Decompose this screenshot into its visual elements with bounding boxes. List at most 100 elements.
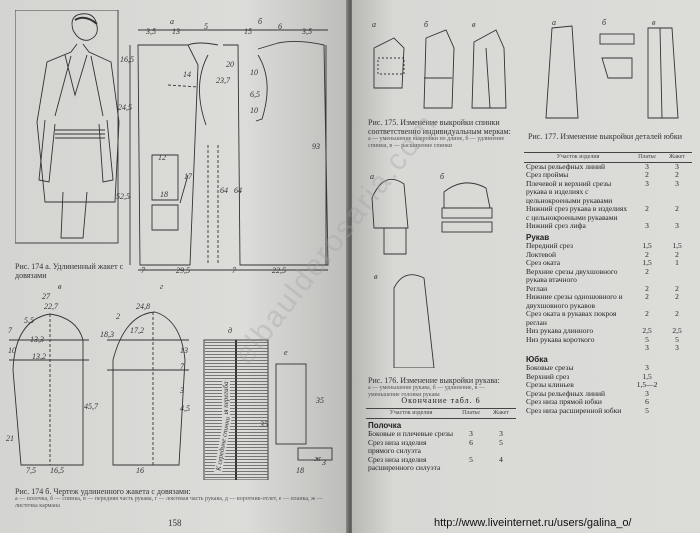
table-cell: Верхний срез (526, 371, 570, 381)
dim-label: 35 (316, 396, 324, 405)
table-header-row: Участок изделия Платье Жакет (366, 408, 516, 419)
table-cell: Локтевой (526, 249, 557, 259)
table-cell: 2 (645, 309, 649, 318)
table-cell: Срезы рельефных линий (526, 388, 606, 398)
fig176-caption-title: Рис. 176. Изменение выкройки рукава: (368, 376, 500, 385)
table-cell: 5 (645, 334, 649, 344)
fig174-caption-legend: а — полочка, б — спинка, в — передняя ча… (15, 496, 323, 509)
fig175-caption-legend: а — уменьшение выкройки по длине, б — уд… (368, 136, 505, 149)
table-cell: Срез низа изделия прямого силуэта (368, 437, 427, 455)
table-cell: 2 (675, 309, 679, 318)
collar-hatching (205, 342, 268, 478)
table-section-row: Рукав (524, 231, 692, 243)
table-cell: 3 (645, 363, 649, 372)
table-cell: 3 (675, 343, 679, 352)
table-cell: 4 (499, 454, 503, 464)
table-cell (662, 364, 692, 373)
dim-label: 64 (220, 186, 228, 195)
table-cell: Срезы рельефных линий (526, 161, 606, 171)
diagram-label: а (370, 172, 374, 181)
table-cell: Плечевой и верхний срезы рукава в издели… (526, 178, 613, 205)
table-cell: 1,5 (642, 258, 652, 267)
dim-label: 29,5 (176, 266, 190, 275)
drawing-label-v: в (58, 282, 62, 291)
table-cell: 2 (645, 204, 649, 213)
dim-label: 45,7 (84, 402, 98, 411)
drawing-label-d: д (228, 326, 233, 335)
fig176-caption: Рис. 176. Изменение выкройки рукава: а —… (368, 376, 518, 399)
dim-label: 3,5 (146, 27, 156, 36)
fig175-caption: Рис. 175. Изменение выкройки спинки соот… (368, 118, 518, 150)
dim-label: 13 (172, 27, 180, 36)
dim-label: 20 (226, 60, 234, 69)
table-cell: 5 (469, 454, 473, 464)
dim-label: 5,5 (24, 316, 34, 325)
fig176-diagrams (371, 178, 493, 368)
table-row: Боковые срезы 3 (524, 363, 692, 373)
table-cell: Срез низа прямой юбки (526, 397, 602, 406)
diagram-label: б (440, 172, 445, 181)
table-cell: 2 (645, 283, 649, 293)
table-cell: 3 (675, 161, 679, 171)
table-cell (662, 398, 692, 407)
table-cell: 2 (645, 292, 649, 301)
table-cell: 3 (645, 161, 649, 171)
dim-label: 24,8 (136, 302, 150, 311)
dim-label: 3 (180, 386, 184, 395)
dim-label: 18 (160, 190, 168, 199)
table-cell: 3 (645, 343, 649, 352)
dim-label: 4,5 (180, 404, 190, 413)
table-header-cell: Платье (456, 408, 486, 419)
dim-label: 7 (180, 362, 184, 371)
table-row: Низ рукава длинного 2,5 2,5 (524, 326, 692, 336)
table-cell: Низ рукава длинного (526, 326, 594, 335)
table-cell: 3 (645, 178, 649, 188)
table-row: Нижние срезы одношовного и двухшовного р… (524, 292, 692, 310)
table-cell: 3 (675, 221, 679, 230)
dim-label: 22,7 (44, 302, 58, 311)
table-header-cell: Жакет (486, 408, 516, 419)
dim-label: 24,5 (118, 103, 132, 112)
book-gutter (346, 0, 354, 533)
table-header-cell: Жакет (662, 152, 692, 163)
dim-label: 64 (234, 186, 242, 195)
dim-label: 16,5 (50, 466, 64, 475)
dim-label: 16 (136, 466, 144, 475)
fig177-diagrams (545, 25, 679, 119)
table-left-column: Окончание табл. 6 Участок изделия Платье… (366, 396, 516, 473)
table-cell: Срез проймы (526, 170, 569, 179)
dim-label: 14 (183, 70, 191, 79)
left-page: Рис. 174 а. Удлиненный жакет с довязами … (0, 0, 348, 533)
table-cell: 2,5 (672, 326, 682, 335)
table-section-row: Юбка (524, 353, 692, 365)
table-section-title: Полочка (368, 420, 402, 430)
table-cell (662, 381, 692, 390)
table6-title: Окончание табл. 6 (401, 396, 481, 405)
dim-label: 7,5 (26, 466, 36, 475)
table-cell (662, 268, 692, 285)
page-number: 158 (168, 518, 182, 528)
table-row: Срезы рельефных линий 3 3 (524, 162, 692, 171)
dim-label: 3 (322, 458, 326, 467)
fig177-caption: Рис. 177. Изменение выкройки деталей юбк… (528, 132, 683, 141)
table-cell: 2,5 (642, 326, 652, 335)
table-cell (662, 407, 692, 416)
table-cell: 5 (645, 405, 649, 415)
source-url[interactable]: http://www.liveinternet.ru/users/galina_… (434, 517, 632, 529)
table-cell: Боковые срезы (526, 363, 574, 372)
table-cell: 2 (675, 283, 679, 293)
dim-label: 16,5 (120, 55, 134, 64)
table-section-title: Рукав (526, 232, 550, 242)
dim-label: 18,3 (100, 330, 114, 339)
sleeve-drafts (9, 311, 189, 466)
table-cell: Верхние срезы двухшовного рукава втачног… (526, 266, 618, 284)
fig175-diagrams (373, 29, 507, 109)
dim-label: 18 (296, 466, 304, 475)
